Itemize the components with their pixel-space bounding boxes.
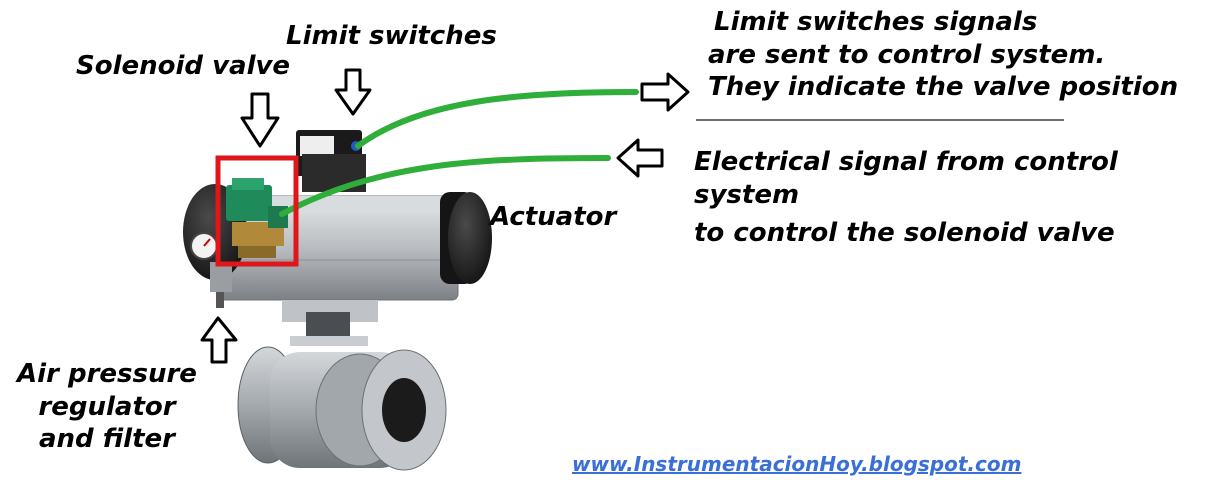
right-arrow-icon	[640, 72, 690, 112]
left-arrow-icon	[616, 138, 664, 178]
solenoid-valve	[226, 178, 288, 258]
ball-valve-body	[237, 346, 447, 471]
label-actuator: Actuator	[490, 202, 617, 232]
limit-signals-line-1: Limit switches signals	[714, 7, 1038, 37]
up-arrow-icon	[200, 316, 238, 364]
mounting-bracket	[282, 300, 378, 346]
label-air-pressure-regulator: Air pressure regulator and filter	[12, 358, 202, 456]
down-arrow-icon	[334, 68, 372, 116]
limit-signals-line-2: are sent to control system.	[708, 39, 1106, 70]
limit-switch-signal-wire	[355, 89, 639, 149]
solenoid-highlight-box	[215, 155, 299, 267]
label-limit-switch-signals: Limit switches signals are sent to contr…	[708, 6, 1178, 104]
electrical-signal-line-1: Electrical signal from control system	[694, 147, 1118, 210]
label-solenoid-valve: Solenoid valve	[76, 51, 291, 81]
label-air-pressure-line-1: Air pressure	[17, 359, 197, 389]
pressure-gauge	[190, 232, 218, 260]
air-filter-regulator	[210, 262, 232, 308]
label-limit-switches: Limit switches	[286, 21, 497, 51]
down-arrow-icon	[240, 92, 280, 148]
electrical-signal-line-2: to control the solenoid valve	[694, 218, 1115, 248]
label-air-pressure-line-2: regulator	[38, 391, 176, 422]
limit-signals-line-3: They indicate the valve position	[708, 72, 1179, 102]
solenoid-control-wire	[279, 155, 611, 217]
website-link[interactable]: www.InstrumentacionHoy.blogspot.com	[572, 452, 1022, 476]
label-air-pressure-line-3: and filter	[39, 424, 175, 454]
actuator-end-cap-right	[440, 192, 492, 284]
label-electrical-signal: Electrical signal from control system to…	[694, 146, 1221, 250]
